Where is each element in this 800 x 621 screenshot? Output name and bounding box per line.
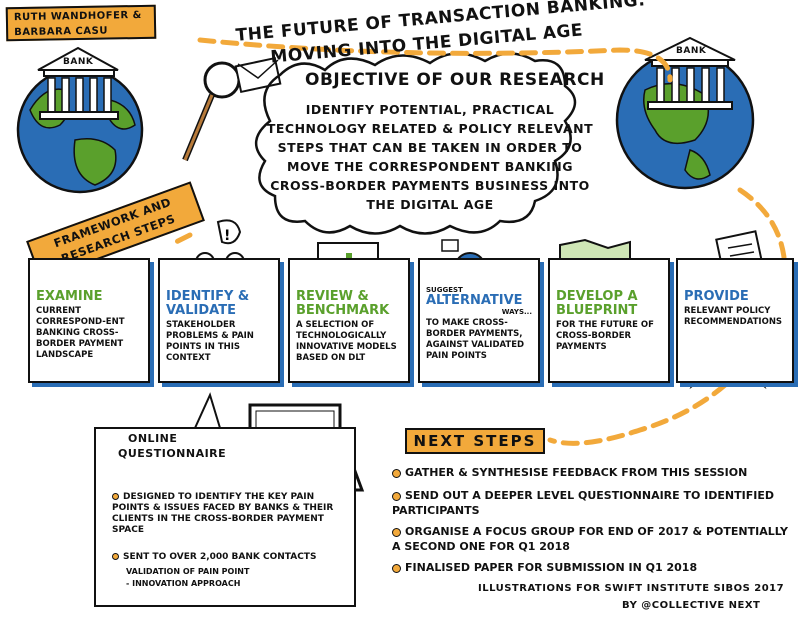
step-heading: PROVIDE xyxy=(684,289,749,304)
questionnaire-subnote: - INNOVATION APPROACH xyxy=(126,579,241,588)
bullet-dot xyxy=(392,563,401,573)
next-step-text: ORGANISE A FOCUS GROUP for END of 2017 &… xyxy=(392,525,788,553)
bullet-dot xyxy=(392,468,401,478)
step-heading: DEVELOP A BLUEPRINT xyxy=(556,289,638,318)
author-1: RUTH WANDHOFER & xyxy=(13,9,142,24)
step-heading: EXAMINE xyxy=(36,289,103,304)
step-pre: SUGGEST xyxy=(426,286,463,294)
questionnaire-box xyxy=(94,427,356,607)
step-heading: ALTERNATIVE xyxy=(426,293,523,308)
step-body: TO MAKE CROSS-BORDER PAYMENTS, AGAINST V… xyxy=(426,318,525,361)
step-card-alternative: SUGGEST ALTERNATIVE WAYS... TO MAKE CROS… xyxy=(418,258,540,383)
objective-text: IDENTIFY POTENTIAL, PRACTICAL TECHNOLOGY… xyxy=(266,102,594,212)
author-2: BARBARA CASU xyxy=(14,25,108,39)
step-heading: IDENTIFY & VALIDATE xyxy=(166,289,250,318)
bank-icon-right xyxy=(644,36,736,110)
magnifying-glass-icon xyxy=(182,61,241,162)
step-card-review: REVIEW & BENCHMARK A SELECTION OF TECHNO… xyxy=(288,258,410,383)
objective-cloud xyxy=(255,52,577,235)
bullet-text: SENT TO OVER 2,000 BANK CONTACTS xyxy=(123,552,317,562)
questionnaire-title-1: ONLINE xyxy=(128,432,178,445)
objective-heading: OBJECTIVE of OUR RESEARCH xyxy=(305,70,605,90)
step-body: CURRENT CORRESPOND-ENT BANKING CROSS-BOR… xyxy=(36,306,125,360)
next-step-item: SEND OUT A DEEPER LEVEL QUESTIONNAIRE to… xyxy=(392,488,792,518)
step-card-examine: EXAMINE CURRENT CORRESPOND-ENT BANKING C… xyxy=(28,258,150,383)
questionnaire-subnote: VALIDATION of PAIN POINT xyxy=(126,567,250,576)
bullet-dot xyxy=(112,493,119,500)
next-step-text: GATHER & SYNTHESISE FEEDBACK FROM THIS S… xyxy=(405,466,748,479)
next-step-text: SEND OUT A DEEPER LEVEL QUESTIONNAIRE to… xyxy=(392,489,774,517)
step-heading: REVIEW & BENCHMARK xyxy=(296,289,390,318)
step-card-provide: PROVIDE RELEVANT POLICY RECOMMENDATIONS xyxy=(676,258,794,383)
bullet-text: DESIGNED TO IDENTIFY THE KEY PAIN POINTS… xyxy=(112,492,334,535)
bank-icon-left xyxy=(37,46,119,120)
step-card-identify: IDENTIFY & VALIDATE STAKEHOLDER PROBLEMS… xyxy=(158,258,280,383)
bullet-dot xyxy=(392,491,401,501)
step-post: WAYS... xyxy=(501,308,532,316)
questionnaire-bullet: DESIGNED TO IDENTIFY THE KEY PAIN POINTS… xyxy=(112,492,350,536)
next-step-item: ORGANISE A FOCUS GROUP for END of 2017 &… xyxy=(392,524,792,554)
questionnaire-bullet: SENT TO OVER 2,000 BANK CONTACTS xyxy=(112,552,350,563)
questionnaire-title-2: QUESTIONNAIRE xyxy=(118,447,227,460)
step-body: STAKEHOLDER PROBLEMS & PAIN POINTS IN TH… xyxy=(166,320,254,363)
svg-text:!: ! xyxy=(224,228,230,244)
step-card-develop: DEVELOP A BLUEPRINT FOR THE FUTURE OF CR… xyxy=(548,258,670,383)
next-step-item: FINALISED PAPER for SUBMISSION in Q1 201… xyxy=(392,560,792,575)
next-step-item: GATHER & SYNTHESISE FEEDBACK FROM THIS S… xyxy=(392,465,792,480)
bullet-dot xyxy=(392,527,401,537)
step-body: FOR THE FUTURE OF CROSS-BORDER PAYMENTS xyxy=(556,320,654,352)
globe-icon-right xyxy=(615,50,755,190)
bubble-tail xyxy=(194,392,221,429)
illustration-credit: ILLUSTRATIONS for SWIFT INSTITUTE SIBOS … xyxy=(478,583,785,594)
next-steps-heading: NEXT STEPS xyxy=(405,428,545,454)
bank-label-right: BANK xyxy=(676,46,707,56)
step-body: A SELECTION OF TECHNOLOGICALLY INNOVATIV… xyxy=(296,320,397,363)
bullet-dot xyxy=(112,553,119,560)
authors-tag: RUTH WANDHOFER & BARBARA CASU xyxy=(5,4,157,42)
next-step-text: FINALISED PAPER for SUBMISSION in Q1 201… xyxy=(405,561,698,574)
step-body: RELEVANT POLICY RECOMMENDATIONS xyxy=(684,306,783,327)
illustration-credit-author: by @COLLECTIVE NEXT xyxy=(622,600,761,611)
bank-label-left: BANK xyxy=(63,57,94,67)
